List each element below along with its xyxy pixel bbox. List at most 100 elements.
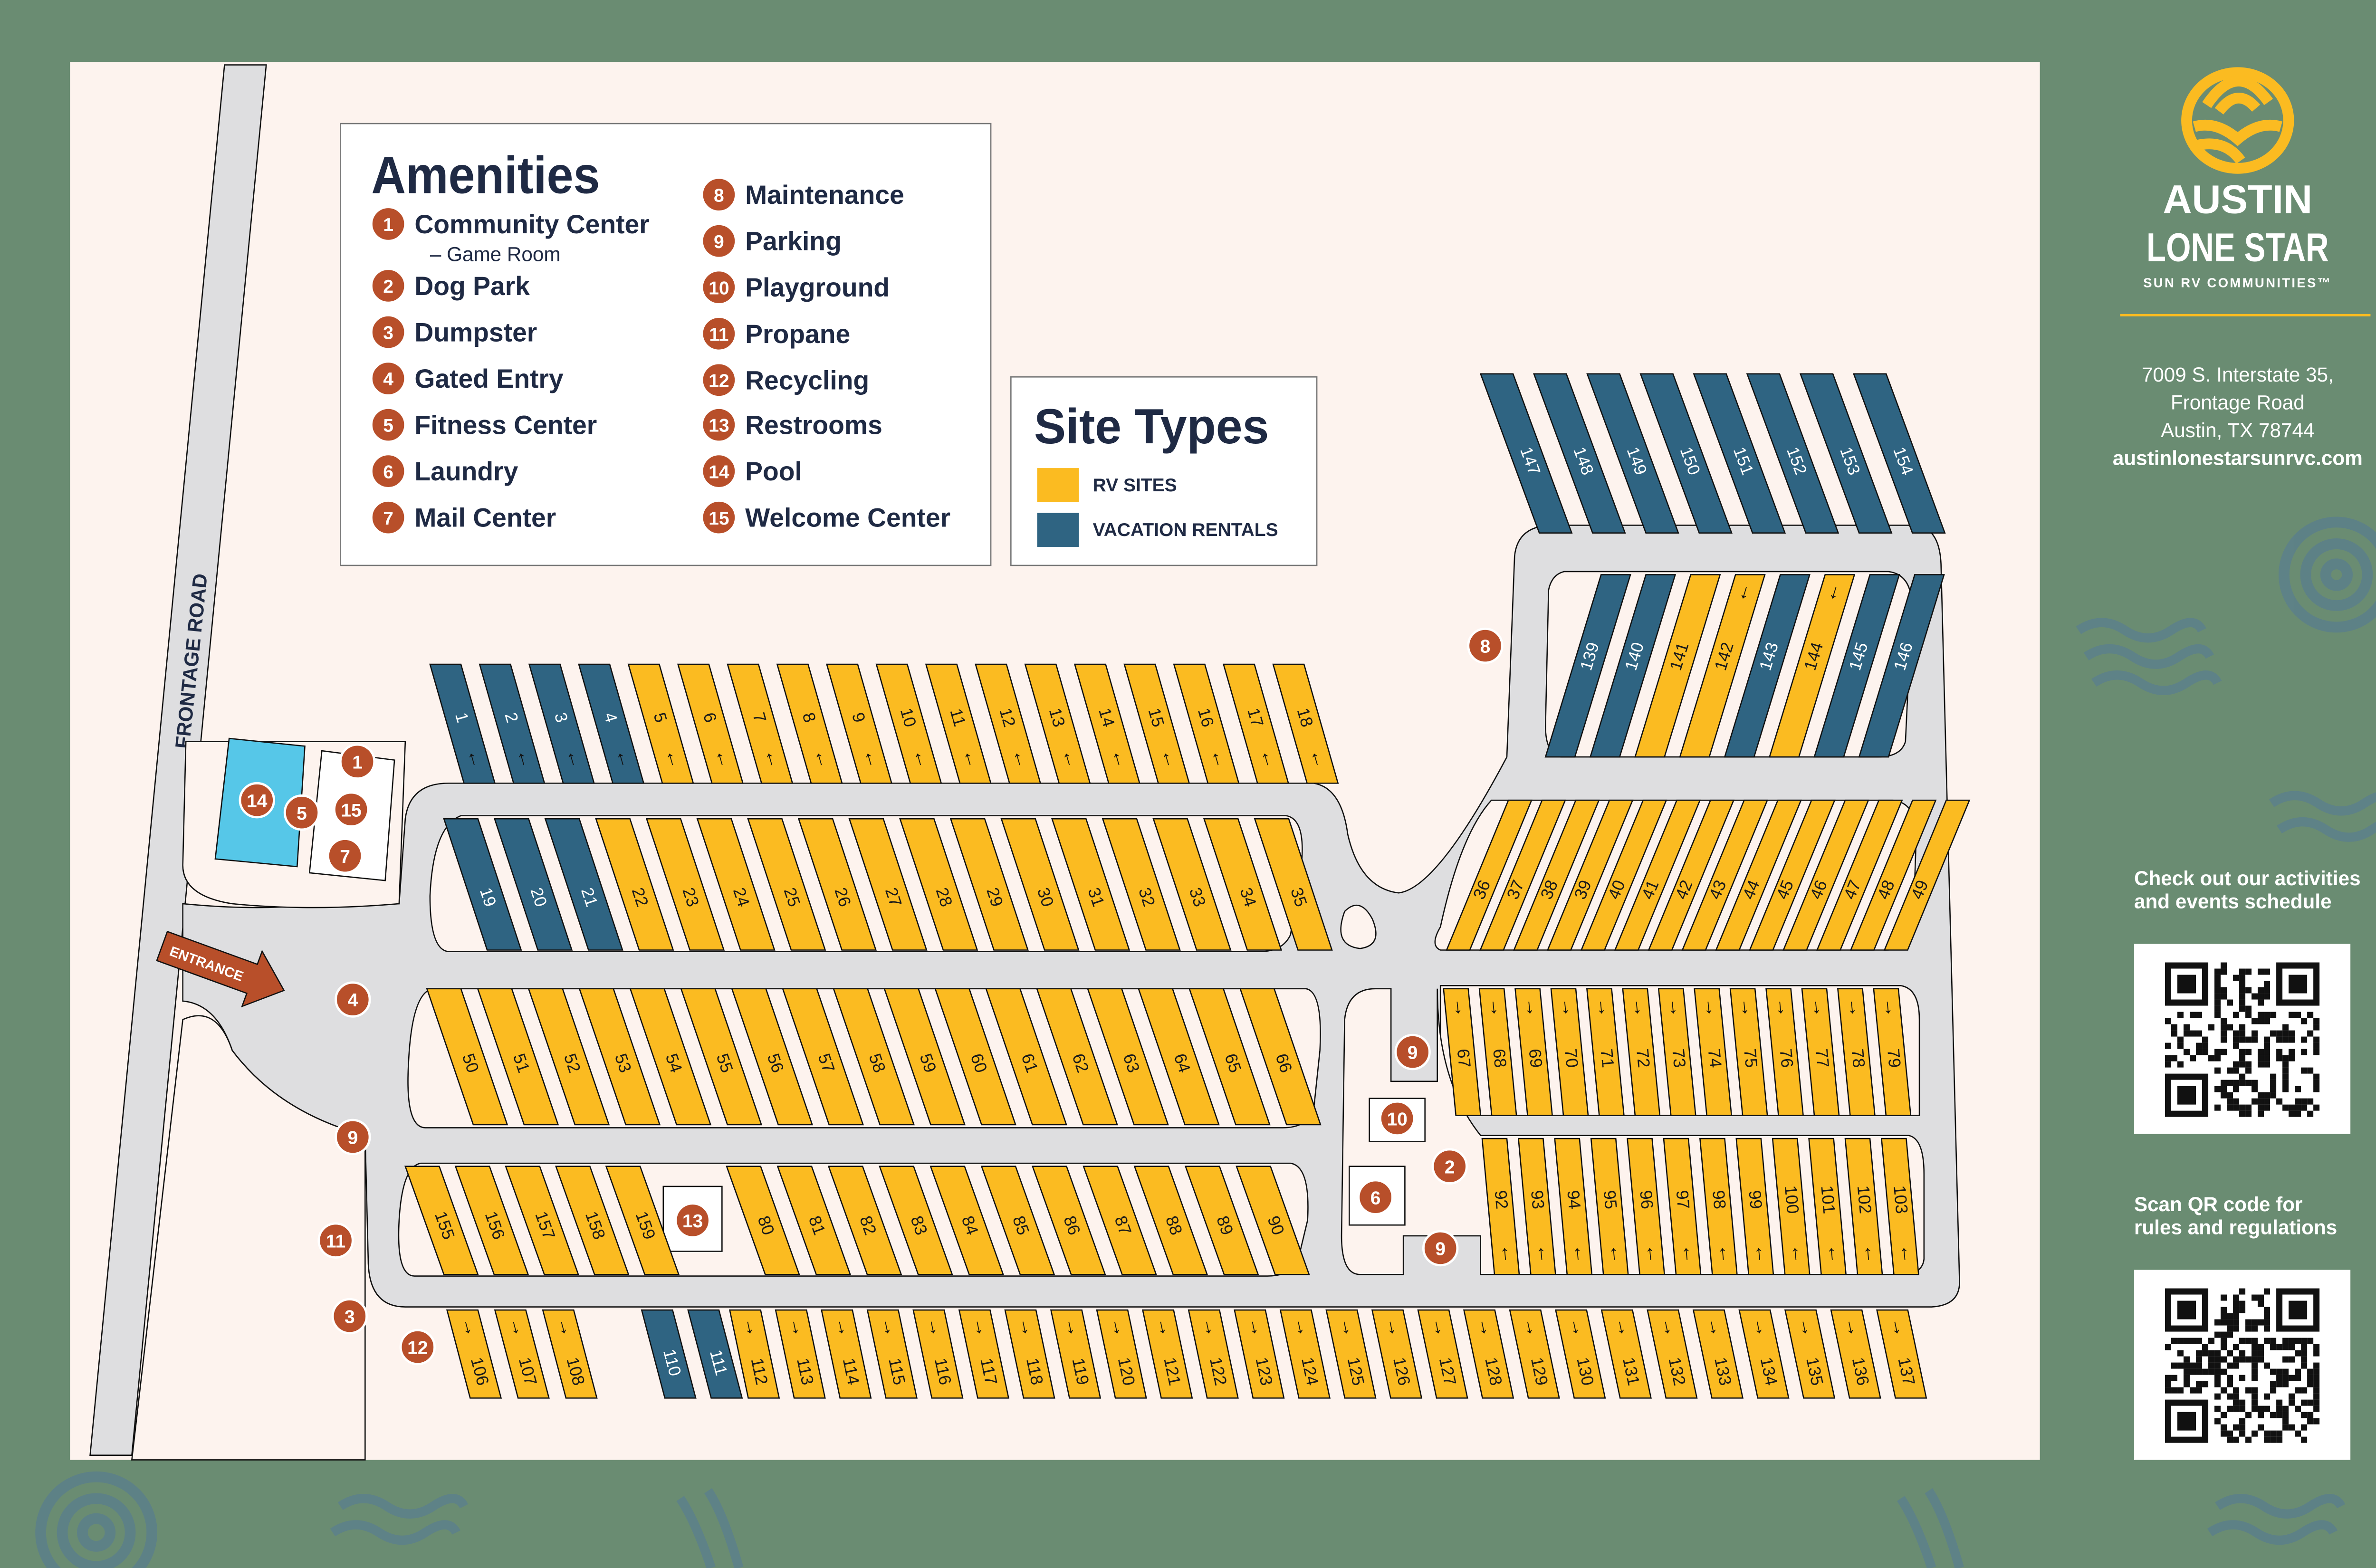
- site-84[interactable]: 84: [929, 1166, 1004, 1275]
- site-41[interactable]: 41: [1614, 799, 1701, 951]
- site-158[interactable]: 158: [555, 1166, 630, 1275]
- site-115[interactable]: 115↓: [866, 1309, 918, 1399]
- site-113[interactable]: 113↓: [775, 1309, 826, 1399]
- site-153[interactable]: 153: [1799, 373, 1893, 534]
- site-25[interactable]: 25: [747, 818, 826, 951]
- site-133[interactable]: 133↓: [1692, 1309, 1744, 1399]
- site-99[interactable]: 99↑: [1735, 1138, 1774, 1275]
- site-127[interactable]: 127↓: [1417, 1309, 1468, 1399]
- amenity-marker-3[interactable]: 3: [331, 1298, 368, 1335]
- amenity-marker-6[interactable]: 6: [1357, 1179, 1394, 1215]
- site-123[interactable]: 123↓: [1234, 1309, 1285, 1399]
- site-2[interactable]: 2↑: [479, 663, 546, 784]
- site-96[interactable]: 96↑: [1627, 1138, 1666, 1275]
- site-5[interactable]: 5↑: [627, 663, 694, 784]
- site-126[interactable]: 126↓: [1371, 1309, 1423, 1399]
- site-132[interactable]: 132↓: [1647, 1309, 1698, 1399]
- site-7[interactable]: 7↑: [727, 663, 794, 784]
- site-76[interactable]: 76↓: [1765, 988, 1804, 1116]
- site-79[interactable]: 79↓: [1873, 988, 1912, 1116]
- site-50[interactable]: 50: [426, 988, 508, 1126]
- site-77[interactable]: 77↓: [1801, 988, 1840, 1116]
- site-148[interactable]: 148: [1533, 373, 1626, 534]
- site-59[interactable]: 59: [883, 988, 966, 1126]
- entrance-arrow[interactable]: ENTRANCE: [152, 918, 294, 1018]
- site-21[interactable]: 21: [544, 818, 623, 951]
- site-103[interactable]: 103↑: [1880, 1138, 1919, 1275]
- site-17[interactable]: 17↑: [1222, 663, 1289, 784]
- site-69[interactable]: 69↓: [1514, 988, 1553, 1116]
- site-145[interactable]: 145: [1813, 574, 1900, 758]
- site-95[interactable]: 95↑: [1590, 1138, 1629, 1275]
- amenity-marker-11[interactable]: 11: [317, 1222, 354, 1259]
- site-9[interactable]: 9↑: [826, 663, 893, 784]
- site-85[interactable]: 85: [980, 1166, 1055, 1275]
- site-67[interactable]: 67↓: [1443, 988, 1482, 1116]
- amenity-marker-12[interactable]: 12: [399, 1329, 436, 1366]
- site-18[interactable]: 18↑: [1272, 663, 1339, 784]
- amenity-marker-9[interactable]: 9: [335, 1119, 371, 1156]
- site-73[interactable]: 73↓: [1657, 988, 1696, 1116]
- site-65[interactable]: 65: [1188, 988, 1271, 1126]
- site-35[interactable]: 35: [1254, 818, 1333, 951]
- site-94[interactable]: 94↑: [1554, 1138, 1593, 1275]
- amenity-marker-10[interactable]: 10: [1379, 1100, 1416, 1137]
- site-107[interactable]: 107↓: [494, 1309, 550, 1399]
- site-119[interactable]: 119↓: [1050, 1309, 1102, 1399]
- site-143[interactable]: 143: [1724, 574, 1811, 758]
- site-19[interactable]: 19: [443, 818, 522, 951]
- site-16[interactable]: 16↑: [1173, 663, 1240, 784]
- site-151[interactable]: 151: [1693, 373, 1786, 534]
- site-121[interactable]: 121↓: [1142, 1309, 1193, 1399]
- site-108[interactable]: 108↓: [542, 1309, 598, 1399]
- site-51[interactable]: 51: [477, 988, 559, 1126]
- site-31[interactable]: 31: [1051, 818, 1131, 951]
- site-66[interactable]: 66: [1239, 988, 1322, 1126]
- site-55[interactable]: 55: [680, 988, 763, 1126]
- site-13[interactable]: 13↑: [1024, 663, 1091, 784]
- amenity-marker-2[interactable]: 2: [1431, 1148, 1468, 1185]
- site-72[interactable]: 72↓: [1622, 988, 1661, 1116]
- site-150[interactable]: 150: [1639, 373, 1733, 534]
- amenity-marker-13[interactable]: 13: [674, 1202, 711, 1239]
- site-112[interactable]: 112↓: [729, 1309, 780, 1399]
- amenity-marker-8[interactable]: 8: [1467, 627, 1504, 664]
- site-116[interactable]: 116↓: [912, 1309, 964, 1399]
- site-86[interactable]: 86: [1032, 1166, 1106, 1275]
- site-92[interactable]: 92↑: [1481, 1138, 1520, 1275]
- site-74[interactable]: 74↓: [1694, 988, 1733, 1116]
- site-157[interactable]: 157: [505, 1166, 579, 1275]
- site-28[interactable]: 28: [899, 818, 978, 951]
- site-53[interactable]: 53: [578, 988, 661, 1126]
- site-137[interactable]: 137↓: [1876, 1309, 1927, 1399]
- site-144[interactable]: 144↓: [1768, 574, 1856, 758]
- site-87[interactable]: 87: [1083, 1166, 1157, 1275]
- site-47[interactable]: 47: [1816, 799, 1903, 951]
- site-48[interactable]: 48: [1849, 799, 1937, 951]
- site-62[interactable]: 62: [1036, 988, 1118, 1126]
- site-136[interactable]: 136↓: [1830, 1309, 1881, 1399]
- site-154[interactable]: 154: [1853, 373, 1946, 534]
- site-88[interactable]: 88: [1133, 1166, 1208, 1275]
- site-135[interactable]: 135↓: [1784, 1309, 1836, 1399]
- site-129[interactable]: 129↓: [1509, 1309, 1560, 1399]
- site-149[interactable]: 149: [1586, 373, 1679, 534]
- site-81[interactable]: 81: [776, 1166, 852, 1275]
- site-10[interactable]: 10↑: [875, 663, 942, 784]
- site-56[interactable]: 56: [731, 988, 814, 1126]
- site-26[interactable]: 26: [797, 818, 877, 951]
- site-34[interactable]: 34: [1203, 818, 1283, 951]
- site-140[interactable]: 140: [1589, 574, 1677, 758]
- site-78[interactable]: 78↓: [1837, 988, 1876, 1116]
- site-155[interactable]: 155: [404, 1166, 479, 1275]
- site-152[interactable]: 152: [1746, 373, 1839, 534]
- site-118[interactable]: 118↓: [1004, 1309, 1055, 1399]
- amenity-marker-14[interactable]: 14: [239, 782, 275, 819]
- site-60[interactable]: 60: [934, 988, 1016, 1126]
- site-142[interactable]: 142↓: [1679, 574, 1766, 758]
- site-61[interactable]: 61: [985, 988, 1067, 1126]
- site-82[interactable]: 82: [827, 1166, 902, 1275]
- site-125[interactable]: 125↓: [1325, 1309, 1377, 1399]
- site-29[interactable]: 29: [949, 818, 1029, 951]
- site-141[interactable]: 141: [1634, 574, 1721, 758]
